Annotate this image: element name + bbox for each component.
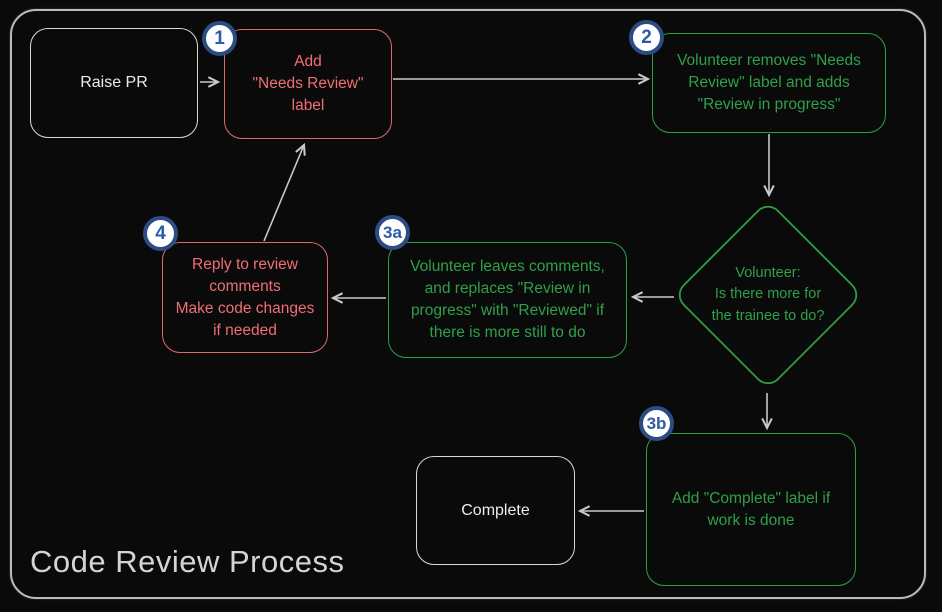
node-add-needs-review-label: Add "Needs Review" label [224, 29, 392, 139]
step-badge-1: 1 [202, 21, 237, 56]
node-add-complete-text: Add "Complete" label if work is done [671, 489, 831, 529]
step-badge-4: 4 [143, 216, 178, 251]
node-decision-volunteer: Volunteer: Is there more for the trainee… [678, 228, 858, 362]
node-volunteer-leaves-comments: Volunteer leaves comments, and replaces … [388, 242, 627, 358]
node-add-complete-label: Add "Complete" label if work is done [646, 433, 856, 586]
node-volunteer-leaves-comments-text: Volunteer leaves comments, and replaces … [410, 258, 605, 341]
node-reply-to-review-comments: Reply to review comments Make code chang… [162, 242, 328, 353]
node-add-needs-review-text: Add "Needs Review" label [252, 53, 364, 114]
node-complete: Complete [416, 456, 575, 565]
diagram-title: Code Review Process [30, 544, 345, 579]
step-badge-3b: 3b [639, 406, 674, 441]
arrow-step4-step1 [263, 142, 306, 242]
node-decision-text: Volunteer: Is there more for the trainee… [711, 265, 825, 324]
node-volunteer-removes-text: Volunteer removes "Needs Review" label a… [677, 52, 861, 113]
step-badge-2: 2 [629, 20, 664, 55]
step-badge-3a: 3a [375, 215, 410, 250]
node-raise-pr: Raise PR [30, 28, 198, 138]
decision-diamond-shape [678, 205, 858, 385]
node-raise-pr-label: Raise PR [80, 74, 148, 91]
outer-frame [10, 9, 926, 599]
node-volunteer-removes-label: Volunteer removes "Needs Review" label a… [652, 33, 886, 133]
node-complete-label: Complete [461, 501, 530, 519]
node-reply-to-review-comments-text: Reply to review comments Make code chang… [175, 255, 315, 339]
